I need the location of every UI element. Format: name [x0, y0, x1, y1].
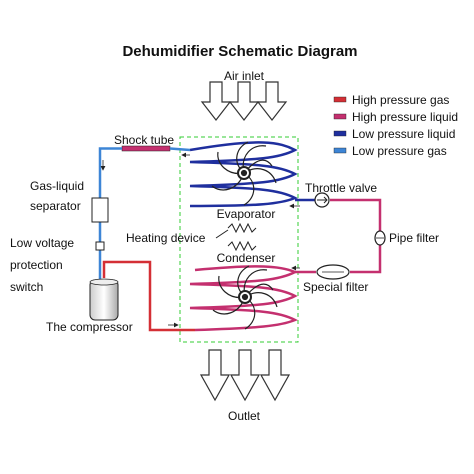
legend-label-high-pressure-liquid: High pressure liquid [352, 110, 458, 124]
legend-label-low-pressure-liquid: Low pressure liquid [352, 127, 455, 141]
evaporator-label: Evaporator [217, 207, 276, 221]
condenser-fan [212, 265, 278, 330]
inlet-arrow-right [256, 81, 288, 121]
legend-swatch-high-pressure-liquid [333, 113, 347, 120]
outlet-arrow-center [229, 349, 261, 402]
heating-device-label: Heating device [126, 231, 206, 245]
low-voltage-label-line3: switch [10, 280, 43, 294]
throttle-valve-label: Throttle valve [305, 181, 377, 195]
air-inlet-label: Air inlet [224, 69, 265, 83]
gas-liquid-label-line1: Gas-liquid [30, 179, 84, 193]
heating-element-zigzag [227, 222, 257, 252]
special-filter [316, 264, 350, 280]
legend-label-low-pressure-gas: Low pressure gas [352, 144, 447, 158]
compressor [89, 278, 119, 321]
shock-tube-label: Shock tube [114, 133, 174, 147]
pipe-high-gas [102, 260, 195, 332]
legend: High pressure gas High pressure liquid L… [333, 93, 458, 158]
shock-tube [121, 145, 171, 152]
outlet-label: Outlet [228, 409, 261, 423]
pipe-low-gas-top [169, 147, 191, 152]
inlet-arrow-center [228, 81, 260, 121]
special-filter-label: Special filter [303, 280, 368, 294]
outlet-arrows [199, 349, 291, 402]
heating-pointer [215, 229, 229, 239]
pipe-low-gas-to-separator [98, 147, 122, 198]
legend-swatch-low-pressure-liquid [333, 130, 347, 137]
throttle-valve [314, 192, 330, 208]
dehumidifier-housing [179, 136, 299, 343]
air-inlet-arrows [200, 81, 288, 121]
diagram-title: Dehumidifier Schematic Diagram [122, 43, 357, 60]
pipe-filter [374, 230, 386, 246]
pipe-filter-label: Pipe filter [389, 231, 439, 245]
condenser-label: Condenser [217, 251, 276, 265]
outlet-arrow-right [259, 349, 291, 402]
legend-swatch-high-pressure-gas [333, 96, 347, 103]
legend-label-high-pressure-gas: High pressure gas [352, 93, 449, 107]
compressor-label: The compressor [46, 320, 133, 334]
legend-swatch-low-pressure-gas [333, 147, 347, 154]
low-voltage-label-line1: Low voltage [10, 236, 74, 250]
low-voltage-switch [95, 241, 105, 251]
low-voltage-label-line2: protection [10, 258, 63, 272]
evaporator-coil [189, 141, 298, 208]
pipe-high-liquid-2 [350, 243, 382, 274]
inlet-arrow-left [200, 81, 232, 121]
refrigerant-piping [98, 147, 382, 332]
outlet-arrow-left [199, 349, 231, 402]
pipe-high-liquid-3 [330, 198, 382, 233]
flow-arrows [100, 152, 300, 328]
gas-liquid-separator [91, 197, 109, 223]
gas-liquid-label-line2: separator [30, 199, 81, 213]
evaporator-fan [211, 141, 277, 206]
